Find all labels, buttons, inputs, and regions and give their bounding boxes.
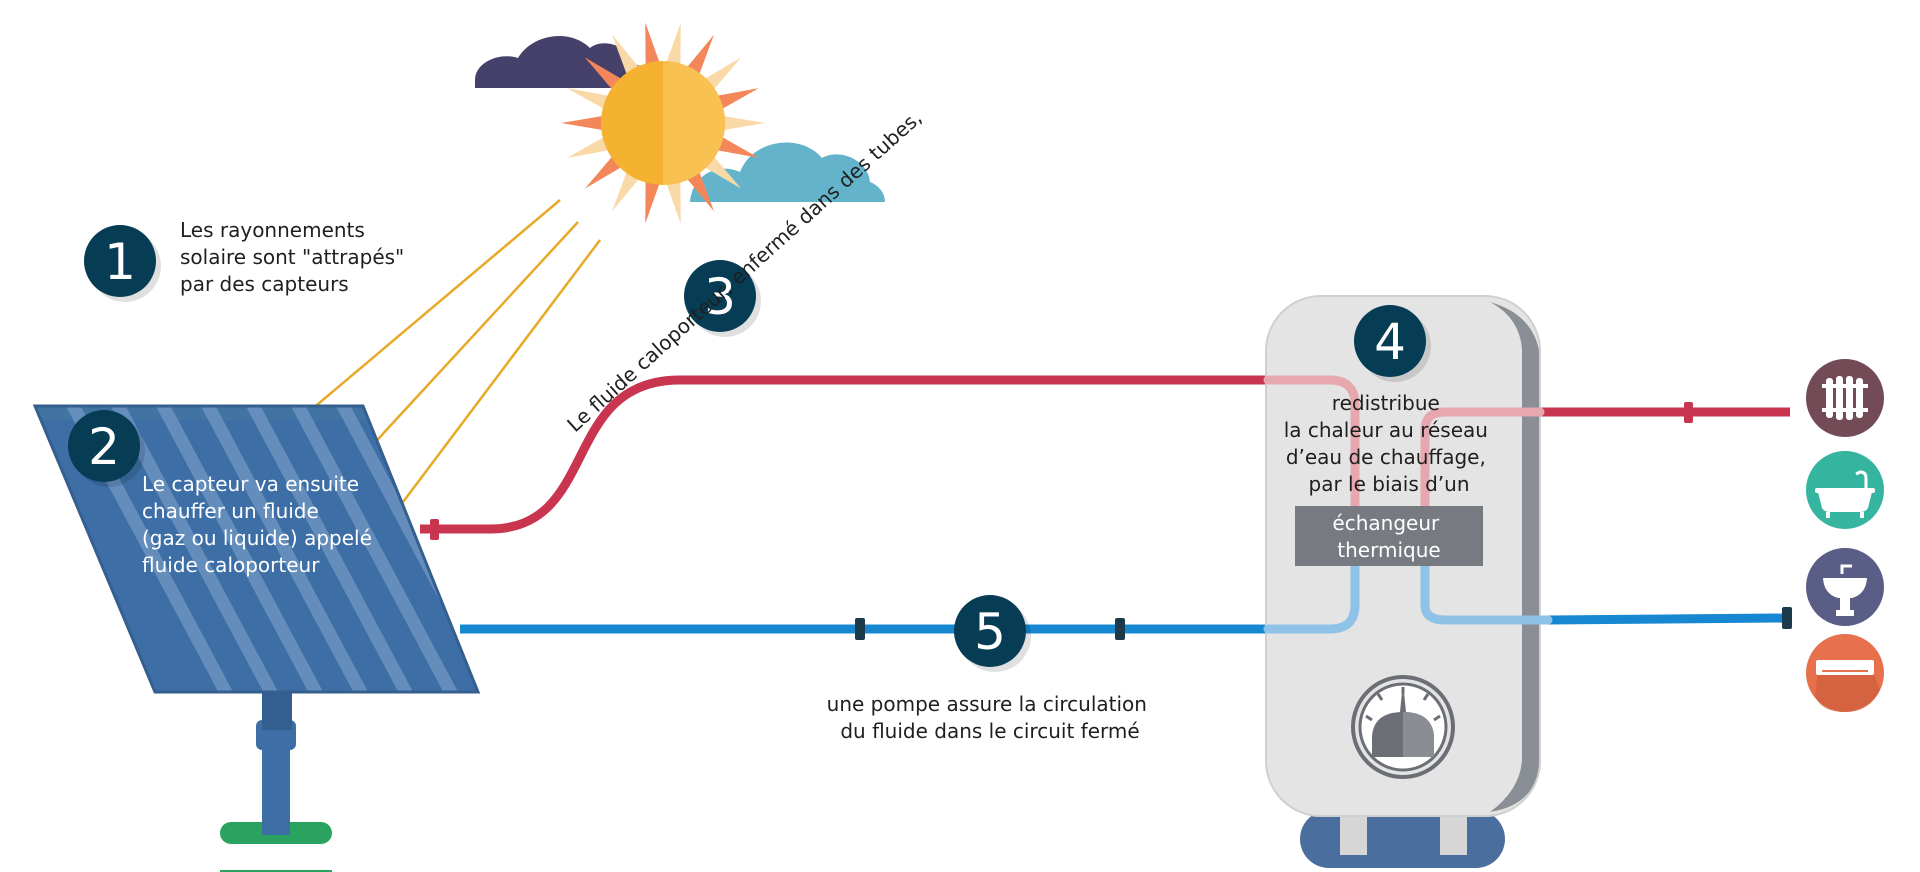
sun-ray <box>702 154 742 189</box>
sun-ray <box>714 88 759 111</box>
sun-ray <box>612 169 641 212</box>
step-5-badge: 5 <box>954 595 1031 672</box>
step-4-text: redistribue la chaleur au réseau d’eau d… <box>1284 391 1495 496</box>
sun-ray <box>584 154 624 189</box>
sun-ray <box>685 169 714 212</box>
sun-ray <box>665 22 681 68</box>
step-2-badge: 2 <box>68 410 145 487</box>
sun-icon <box>561 22 765 224</box>
sun-ray <box>584 57 624 92</box>
step-number: 4 <box>1374 313 1406 371</box>
pipe-fittings <box>430 402 1792 640</box>
sun-rays <box>304 199 601 507</box>
step-1-badge: 1 <box>84 225 161 302</box>
sun-ray <box>665 178 681 224</box>
sun-ray <box>702 57 742 92</box>
step-number: 1 <box>104 233 136 291</box>
sun-ray <box>567 88 612 111</box>
hot-pipe <box>420 375 1790 534</box>
step-number: 2 <box>88 418 120 476</box>
step-number: 3 <box>704 268 736 326</box>
sun-ray <box>714 135 759 158</box>
heat-exchanger-coil <box>1263 375 1553 634</box>
air-conditioner-icon <box>1806 634 1884 712</box>
sun-ray <box>567 135 612 158</box>
sink-icon <box>1806 548 1884 626</box>
solar-panel-icon <box>32 404 481 872</box>
sun-ray <box>720 115 765 131</box>
radiator-icon <box>1806 359 1884 437</box>
gauge-icon <box>1351 675 1455 779</box>
step-1-text: Les rayonnements solaire sont "attrapés"… <box>180 218 411 296</box>
step-number: 5 <box>974 603 1006 661</box>
bathtub-icon <box>1806 451 1884 529</box>
sun-ray <box>685 34 714 77</box>
step-2-text: Le capteur va ensuite chauffer un fluide… <box>142 472 378 577</box>
sun-ray <box>561 115 606 131</box>
step-3-badge: 3 <box>684 260 761 337</box>
sun-ray <box>645 22 661 68</box>
exchanger-box <box>1295 506 1483 566</box>
step-4-badge: 4 <box>1354 305 1431 382</box>
step-5-text: une pompe assure la circulation du fluid… <box>827 692 1154 743</box>
exchanger-label: échangeur thermique <box>1332 511 1445 562</box>
sun-ray <box>612 34 641 77</box>
sun-ray <box>645 178 661 224</box>
